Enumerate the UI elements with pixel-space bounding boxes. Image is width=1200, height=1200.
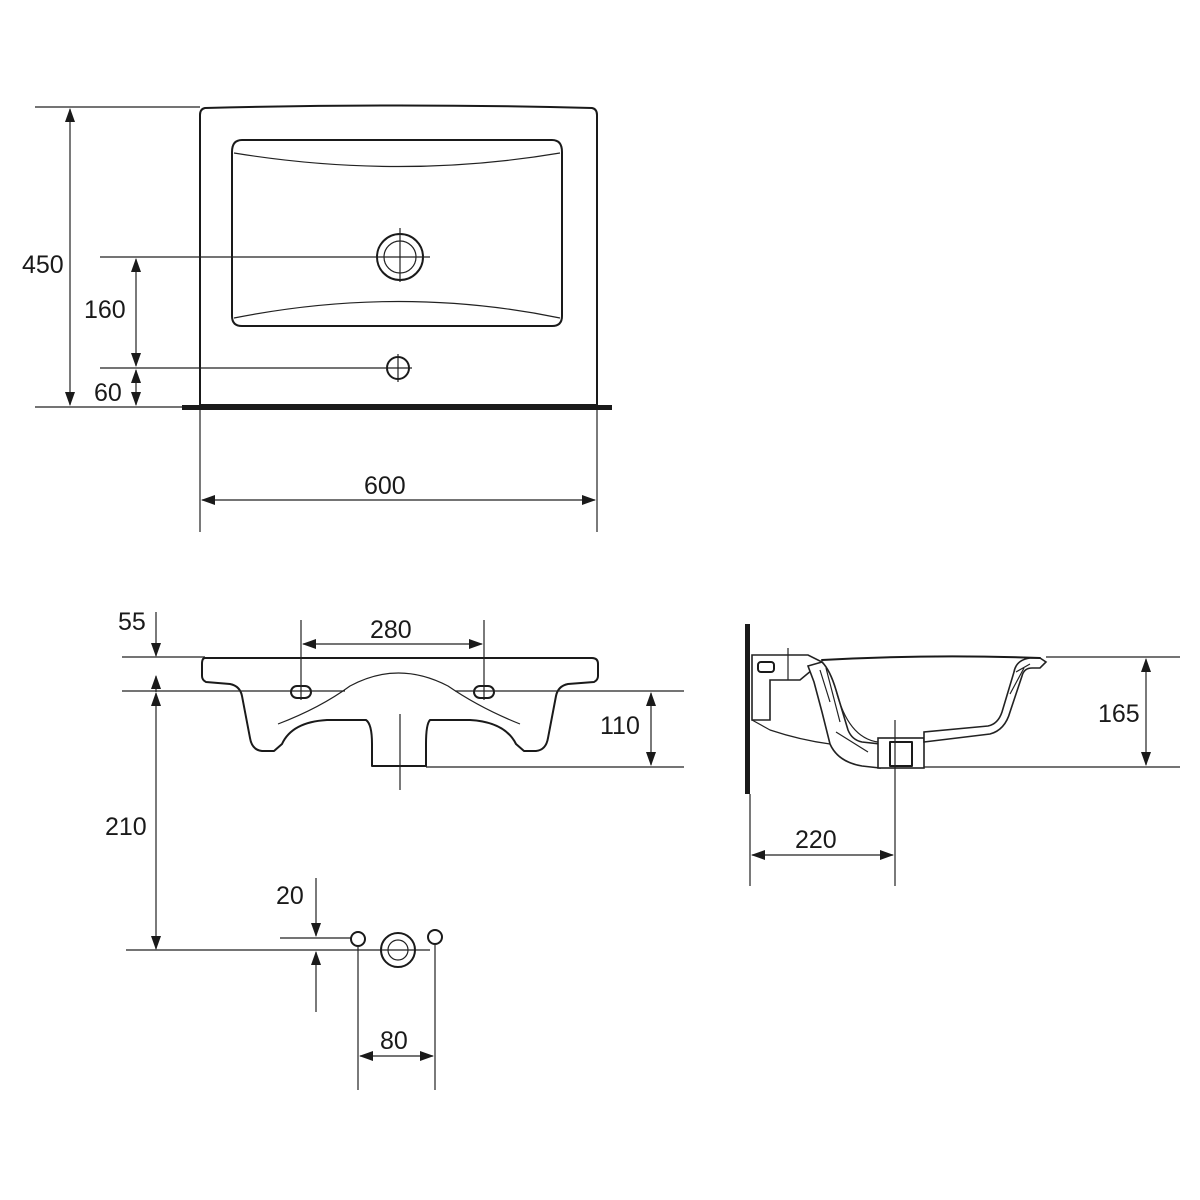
fixing-hole-right bbox=[427, 929, 443, 945]
bowl-back-curve bbox=[233, 152, 561, 168]
dim-label-80: 80 bbox=[380, 1027, 408, 1055]
wall-line bbox=[182, 405, 612, 410]
dim-label-20: 20 bbox=[276, 882, 304, 910]
side-shell bbox=[806, 661, 881, 769]
dim-label-210: 210 bbox=[105, 813, 147, 841]
plan-view: 450 160 60 600 bbox=[22, 104, 612, 532]
fixing-hole-left bbox=[350, 931, 366, 947]
bowl-front-curve bbox=[233, 300, 561, 319]
dim-label-60: 60 bbox=[94, 379, 122, 407]
dim-label-600: 600 bbox=[364, 472, 406, 500]
dim-label-165: 165 bbox=[1098, 700, 1140, 728]
dim-label-220: 220 bbox=[795, 826, 837, 854]
side-front-wall bbox=[923, 657, 1048, 743]
fixing-detail: 20 80 bbox=[126, 878, 443, 1090]
bowl-outline bbox=[231, 139, 563, 327]
front-bowl-curve bbox=[277, 672, 521, 725]
dim-label-450: 450 bbox=[22, 251, 64, 279]
dim-label-110: 110 bbox=[600, 712, 640, 740]
dim-label-160: 160 bbox=[84, 296, 126, 324]
front-outline bbox=[201, 657, 599, 767]
basin-outline bbox=[199, 104, 598, 406]
dim-label-55: 55 bbox=[118, 608, 146, 636]
dim-label-280: 280 bbox=[370, 616, 412, 644]
waste-fixing bbox=[380, 932, 416, 968]
side-wall bbox=[745, 624, 750, 794]
side-section-view: 165 220 bbox=[745, 624, 1180, 886]
front-view: 55 280 110 210 bbox=[105, 608, 684, 950]
